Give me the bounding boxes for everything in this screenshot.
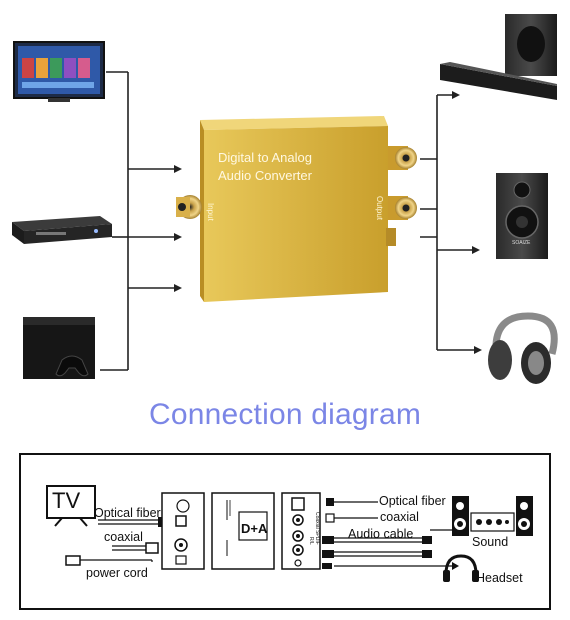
coaxial-label-right: coaxial xyxy=(380,510,419,524)
output-connection-lines xyxy=(420,94,476,351)
device-title-line1: Digital to Analog xyxy=(218,150,312,165)
optical-fiber-label-right: Optical fiber xyxy=(379,494,446,508)
device-title-line2: Audio Converter xyxy=(218,168,313,183)
converter-device: Digital to Analog Audio Converter Input … xyxy=(176,116,417,302)
audio-cable-label: Audio cable xyxy=(348,527,414,541)
output-label: Output xyxy=(375,196,384,221)
input-label: Input xyxy=(206,203,215,222)
page-title: Connection diagram xyxy=(148,398,422,431)
coaxial-label-left: coaxial xyxy=(104,530,143,544)
game-console-icon xyxy=(23,317,95,379)
soundbar-icon xyxy=(440,14,557,100)
sound-label: Sound xyxy=(472,535,509,549)
tv-icon xyxy=(13,41,105,102)
speaker-icon: SOAIZE xyxy=(496,173,548,259)
input-arrows xyxy=(174,165,182,292)
schematic-frame xyxy=(19,453,551,610)
optical-fiber-label-left: Optical fiber xyxy=(94,506,161,520)
power-cord-label: power cord xyxy=(86,566,148,580)
headphones-icon xyxy=(488,312,558,384)
connection-illustration: Digital to Analog Audio Converter Input … xyxy=(12,14,558,384)
speaker-brand: SOAIZE xyxy=(512,240,531,246)
dvd-player-icon xyxy=(12,216,112,244)
output-arrows xyxy=(452,91,482,354)
output-rca-jacks xyxy=(386,146,417,246)
headset-label: Headset xyxy=(476,571,523,585)
input-connection-lines xyxy=(100,71,176,371)
tv-label: TV xyxy=(52,488,81,513)
